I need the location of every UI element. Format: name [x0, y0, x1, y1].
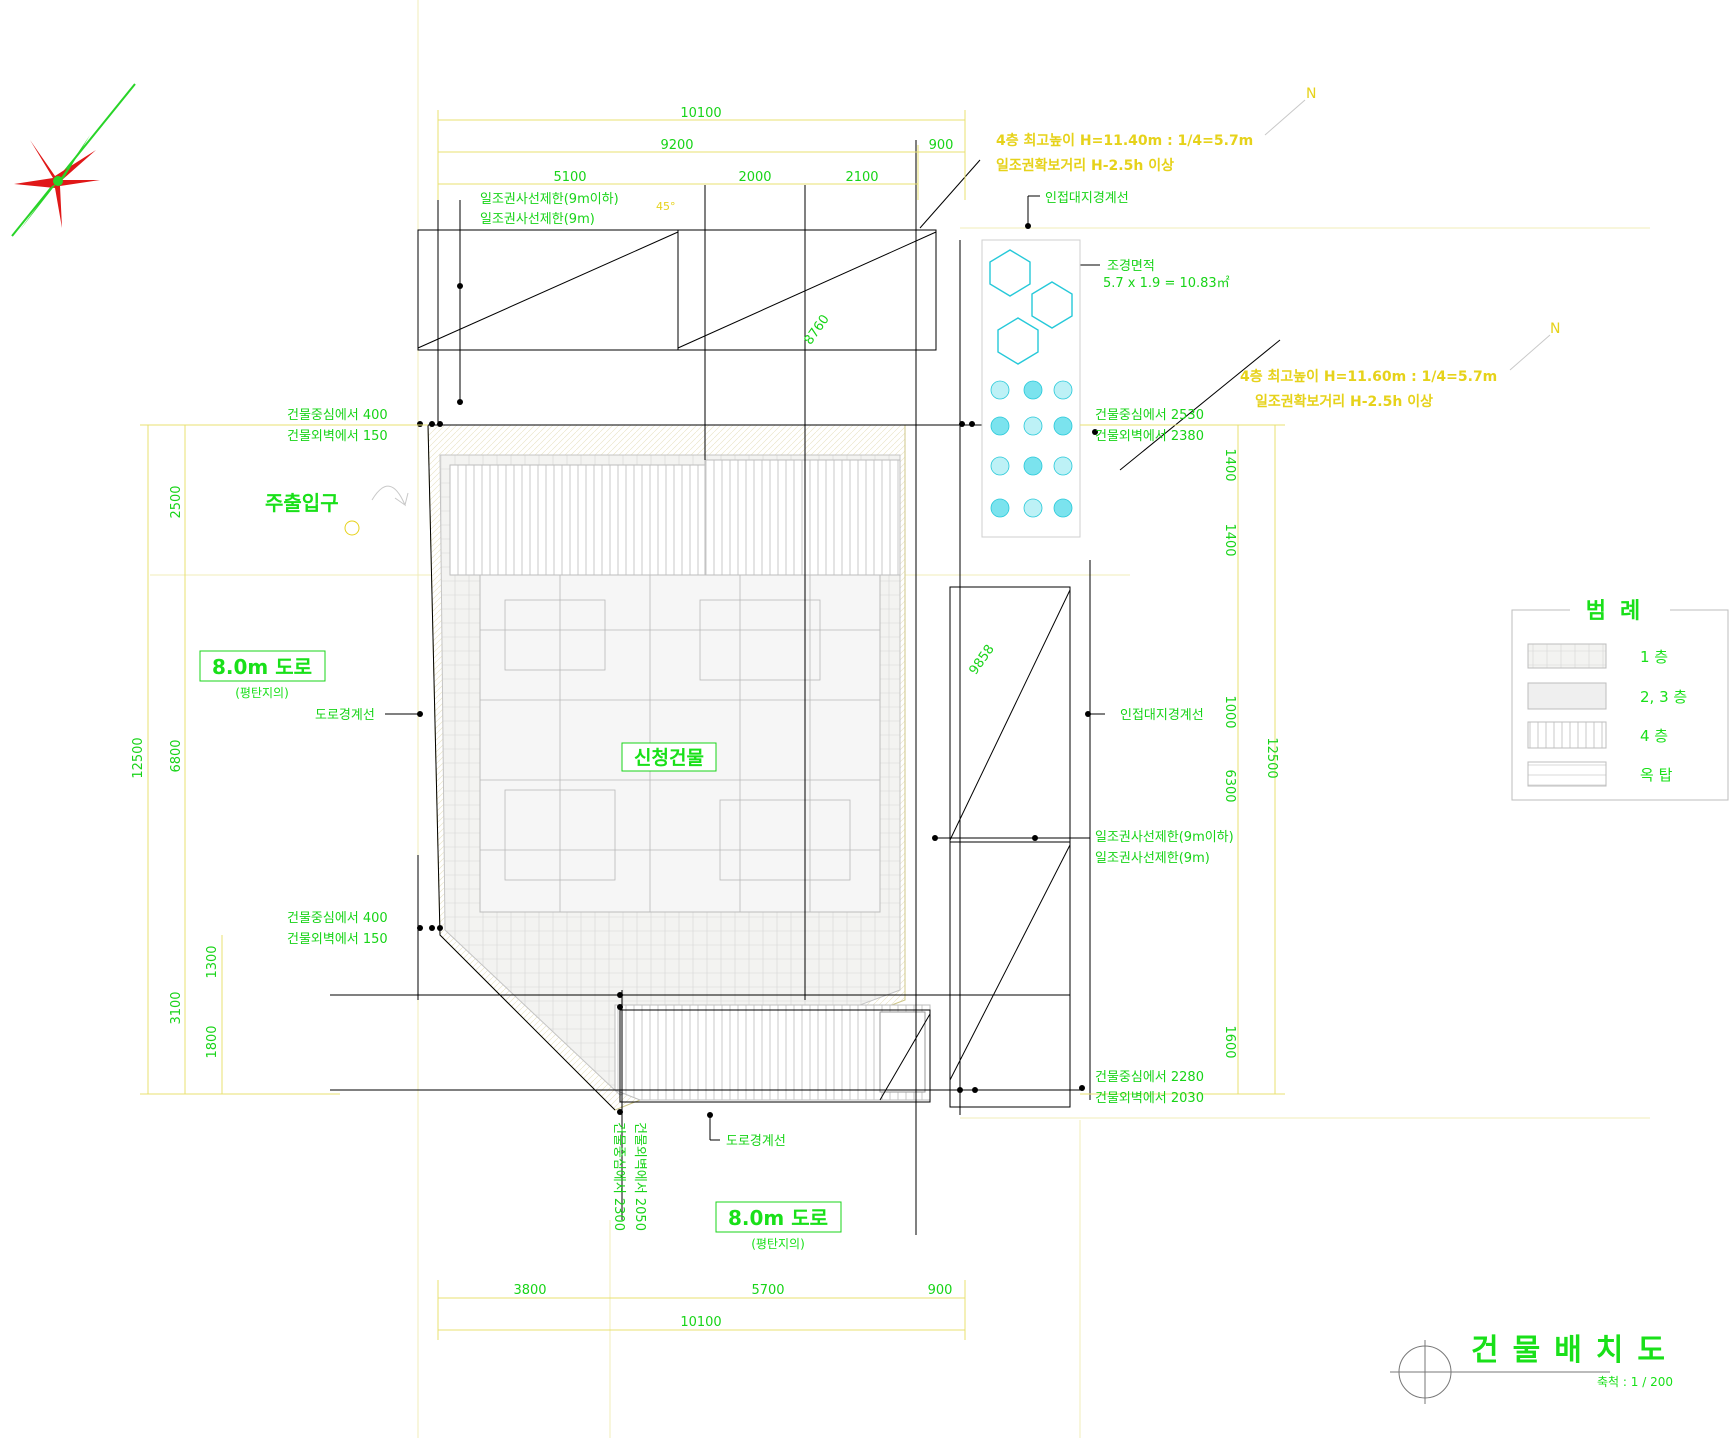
- dim-bottom-900: 900: [928, 1283, 953, 1298]
- dimension-lines: [140, 110, 1285, 1340]
- road-bottom-box: [715, 1201, 842, 1233]
- dim-top-2000: 2000: [738, 170, 771, 185]
- adjacent-boundary-right: 인접대지경계선: [1120, 708, 1204, 723]
- dim-left-3100: 3100: [169, 991, 184, 1024]
- dim-left-2500: 2500: [169, 485, 184, 518]
- legend-label-1: 1 층: [1640, 648, 1668, 666]
- landscape-area-value: 5.7 x 1.9 = 10.83㎡: [1103, 276, 1230, 291]
- dim-right-1000: 1000: [1222, 695, 1237, 728]
- height-note-top-1: 4층 최고높이 H=11.40m : 1/4=5.7m: [996, 132, 1253, 149]
- dim-top-total: 10100: [680, 106, 721, 121]
- diag-9858: 9858: [966, 642, 997, 678]
- dim-right-1400a: 1400: [1222, 448, 1237, 481]
- landscape-area: [981, 239, 1081, 538]
- height-note-top-2: 일조권확보거리 H-2.5h 이상: [996, 157, 1174, 174]
- dim-bottom-total: 10100: [680, 1315, 721, 1330]
- legend-swatch-1: [1527, 643, 1607, 669]
- legend-label-3: 4 층: [1640, 727, 1668, 745]
- dim-bottom-3800: 3800: [513, 1283, 546, 1298]
- dim-left-1300: 1300: [205, 945, 220, 978]
- legend-label-2: 2, 3 층: [1640, 688, 1687, 706]
- legend-swatch-3: [1527, 721, 1607, 749]
- sunlight-right-2: 일조권사선제한(9m): [1095, 851, 1210, 866]
- legend: 범례 1 층 2, 3 층 4 층 옥 탑: [1511, 598, 1729, 801]
- north-arrow-icon: [1264, 99, 1551, 371]
- legend-label-4: 옥 탑: [1640, 766, 1673, 784]
- drawing-scale: 축척 : 1 / 200: [1597, 1375, 1673, 1389]
- landscape-label: 조경면적: [1107, 259, 1155, 274]
- dim-top-2100: 2100: [845, 170, 878, 185]
- left-top-ann-1: 건물중심에서 400: [287, 408, 388, 423]
- dim-left-1800: 1800: [205, 1025, 220, 1058]
- legend-swatch-4: [1527, 761, 1607, 787]
- dim-left-6800: 6800: [169, 739, 184, 772]
- leader-dots: [385, 195, 1105, 1141]
- road-bottom-note: (평탄지의): [751, 1237, 805, 1251]
- dim-top-900: 900: [929, 138, 954, 153]
- left-bottom-ann-1: 건물중심에서 400: [287, 911, 388, 926]
- main-entrance-label: 주출입구: [265, 491, 339, 515]
- road-left-note: (평탄지의): [235, 686, 289, 700]
- dim-bottom-5700: 5700: [751, 1283, 784, 1298]
- bottom-vertical-ann-2: 건물외벽에서 2050: [632, 1122, 647, 1231]
- slope-angle: 45°: [656, 200, 676, 213]
- dim-right-total: 12500: [1264, 737, 1279, 778]
- height-note-right-2: 일조권확보거리 H-2.5h 이상: [1255, 393, 1433, 410]
- title-section-mark-icon: [1390, 1340, 1610, 1404]
- sunlight-right-1: 일조권사선제한(9m이하): [1095, 830, 1234, 845]
- bottom-vertical-ann-1: 건물중심에서 2300: [611, 1122, 626, 1231]
- right-top-ann-1: 건물중심에서 2530: [1095, 408, 1204, 423]
- legend-swatch-2: [1527, 682, 1607, 710]
- road-bottom-name: 8.0m 도로: [728, 1206, 828, 1230]
- road-boundary-bottom: 도로경계선: [726, 1134, 786, 1149]
- right-bottom-ann-1: 건물중심에서 2280: [1095, 1070, 1204, 1085]
- north-mark-top: N: [1306, 86, 1316, 102]
- entrance-arrow-icon: [344, 485, 409, 536]
- north-mark-right: N: [1550, 321, 1560, 337]
- dim-right-6300: 6300: [1222, 769, 1237, 802]
- legend-title: 범례: [1586, 599, 1654, 624]
- road-boundary-left: 도로경계선: [315, 708, 375, 723]
- drawing-title: 건물배치도: [1471, 1333, 1679, 1368]
- left-bottom-ann-2: 건물외벽에서 150: [287, 932, 388, 947]
- right-top-ann-2: 건물외벽에서 2380: [1095, 429, 1204, 444]
- compass-icon: [11, 83, 136, 237]
- dim-top-9200: 9200: [660, 138, 693, 153]
- road-left-box: [199, 650, 326, 682]
- dim-left-total: 12500: [131, 737, 146, 778]
- sunlight-top-1: 일조권사선제한(9m이하): [480, 192, 619, 207]
- sunlight-top-2: 일조권사선제한(9m): [480, 212, 595, 227]
- adjacent-boundary-top: 인접대지경계선: [1045, 191, 1129, 206]
- right-bottom-ann-2: 건물외벽에서 2030: [1095, 1091, 1204, 1106]
- dim-right-1600: 1600: [1222, 1025, 1237, 1058]
- road-left-name: 8.0m 도로: [212, 655, 312, 679]
- building-label-box: [621, 742, 717, 772]
- building-label: 신청건물: [634, 747, 704, 769]
- black-lines: [330, 140, 1281, 1235]
- left-top-ann-2: 건물외벽에서 150: [287, 429, 388, 444]
- diag-8760: 8760: [801, 312, 832, 348]
- dim-right-1400b: 1400: [1222, 523, 1237, 556]
- dim-top-5100: 5100: [553, 170, 586, 185]
- height-note-right-1: 4층 최고높이 H=11.60m : 1/4=5.7m: [1240, 368, 1497, 385]
